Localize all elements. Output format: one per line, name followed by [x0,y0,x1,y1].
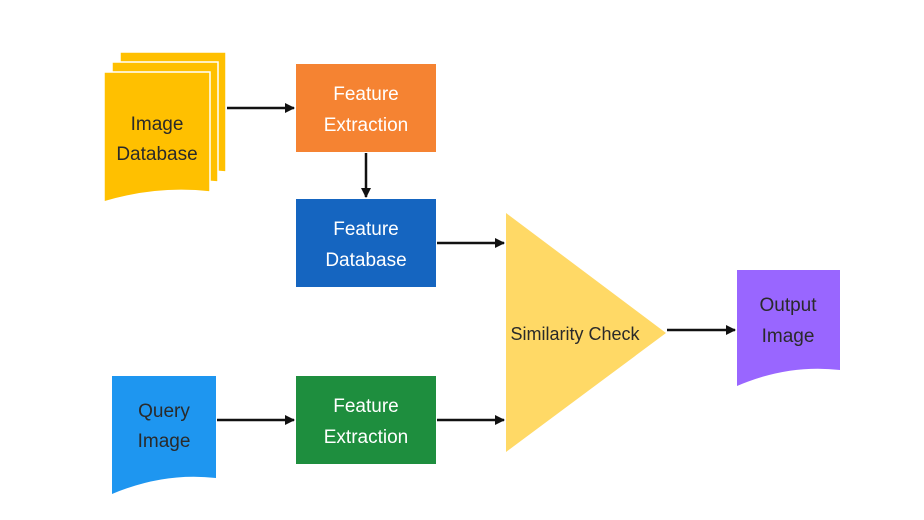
image-database-node: Image Database [103,51,227,204]
feature-extraction-top-node: Feature Extraction [296,64,436,152]
query-image-label-line1: Query [138,401,190,422]
output-image-page [737,270,840,386]
similarity-check-node: Similarity Check [506,213,666,452]
image-database-label-line1: Image [131,114,184,135]
similarity-check-label: Similarity Check [510,324,640,344]
query-image-node: Query Image [112,376,216,494]
similarity-check-triangle [506,213,666,452]
feature-extraction-bottom-label-line2: Extraction [324,427,408,448]
connectors [217,103,736,425]
feature-database-node: Feature Database [296,199,436,287]
output-image-label-line2: Image [762,326,815,347]
feature-database-box [296,199,436,287]
image-database-front-page [103,71,211,204]
query-image-page [112,376,216,494]
feature-extraction-top-box [296,64,436,152]
feature-database-label-line1: Feature [333,219,398,240]
output-image-label-line1: Output [759,295,817,316]
feature-extraction-top-label-line1: Feature [333,84,398,105]
feature-database-label-line2: Database [325,250,406,271]
image-database-label-line2: Database [116,144,197,165]
query-image-label-line2: Image [138,431,191,452]
output-image-node: Output Image [737,270,840,386]
feature-extraction-top-label-line2: Extraction [324,115,408,136]
feature-extraction-bottom-box [296,376,436,464]
feature-extraction-bottom-label-line1: Feature [333,396,398,417]
feature-extraction-bottom-node: Feature Extraction [296,376,436,464]
